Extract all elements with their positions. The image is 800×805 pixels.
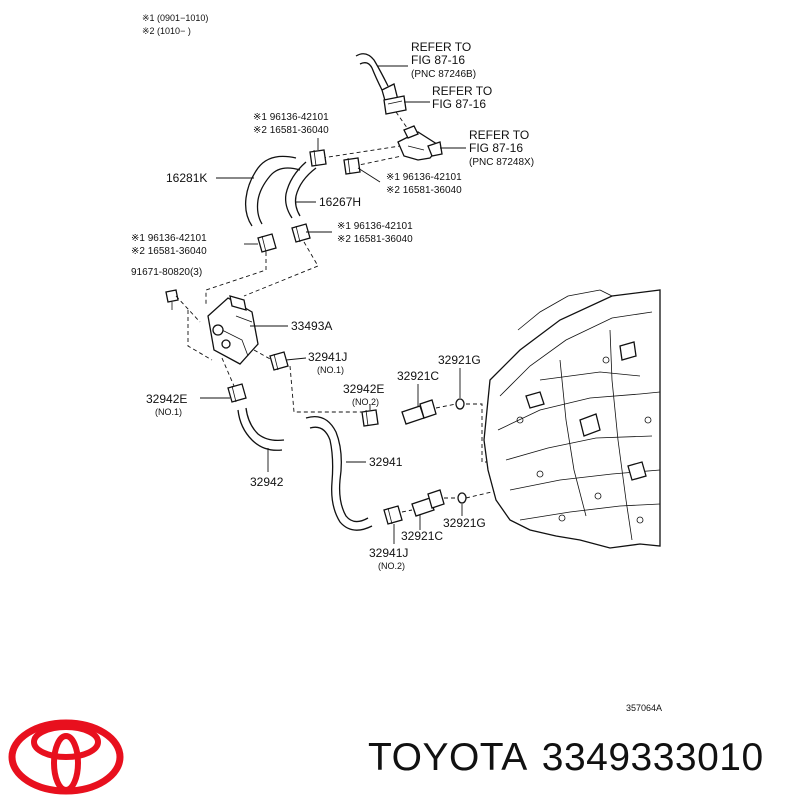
hose-32941[interactable] [305,415,373,531]
clamp-mid-right[interactable] [291,223,311,243]
label-32941j-no1-sub: (NO.1) [317,365,344,375]
dash-tee-left-1 [321,145,401,159]
refer-a-line3: (PNC 87246B) [411,69,476,80]
note-2: ※2 (1010− ) [142,26,191,36]
clamp-mid-left[interactable] [257,233,277,253]
refer-c-line1: REFER TO [469,128,529,142]
dash-cooler-right [253,349,273,361]
gasket-32921g-top[interactable] [455,398,465,410]
label-32942e-no2-sub: (NO.2) [352,397,379,407]
clamp-32941j-no2[interactable] [383,505,403,525]
upper-hose-87246b[interactable] [355,53,399,105]
dash-mid-left [205,252,267,306]
label-32941j-no2-sub: (NO.2) [378,561,405,571]
label-16267h: 16267H [319,195,361,209]
clamp-32941j-no1[interactable] [269,351,289,371]
clamp-mid-right-code1: ※1 96136-42101 [337,221,413,232]
label-32942: 32942 [250,475,284,489]
refer-a-line2: FIG 87-16 [411,53,465,67]
dash-top-union [435,403,457,409]
union-32921c-bottom[interactable] [411,489,445,517]
label-33493a: 33493A [291,319,332,333]
label-32941: 32941 [369,455,403,469]
label-32941j-no2: 32941J [369,546,408,560]
figure-code: 357064A [626,703,662,713]
label-32942e-no1: 32942E [146,392,187,406]
part-number: 3349333010 [541,736,764,779]
label-32921c-top: 32921C [397,369,439,383]
label-32921g-bottom: 32921G [443,516,486,530]
label-32921c-bottom: 32921C [401,529,443,543]
note-1: ※1 (0901−1010) [142,13,208,23]
toyota-logo [8,719,124,795]
bolt-91671[interactable] [165,289,179,310]
dash-bolt [175,295,201,323]
clamp-upper-left[interactable] [309,149,327,167]
clamp-32942e-no1[interactable] [227,383,247,403]
oil-cooler-33493a[interactable] [207,295,259,365]
dash-mid-right [243,241,319,297]
label-32921g-top: 32921G [438,353,481,367]
dash-tee-left-2 [353,155,403,167]
dash-bolt-2 [187,310,213,361]
refer-a-line1: REFER TO [411,40,471,54]
dash-bottom-clamp [401,509,413,513]
gasket-32921g-bottom[interactable] [457,492,467,504]
label-32942e-no2: 32942E [343,382,384,396]
clamp-mid-left-code1: ※1 96136-42101 [131,233,207,244]
tee-fitting-87248x[interactable] [397,125,443,161]
transaxle-case [483,289,661,549]
hose-32942[interactable] [237,407,285,451]
hose-16281k[interactable] [244,155,301,227]
clamp-mid-right-code2: ※2 16581-36040 [337,234,413,245]
clamp-upper-right[interactable] [343,157,361,175]
connector-upper[interactable] [383,95,407,115]
dash-cooler-left [221,357,235,387]
clamp-32942e-no2[interactable] [361,409,379,427]
refer-c-line3: (PNC 87248X) [469,157,534,168]
refer-c-line2: FIG 87-16 [469,141,523,155]
dash-cooler-union [289,365,364,413]
label-32941j-no1: 32941J [308,350,347,364]
union-32921c-top[interactable] [401,399,437,425]
footer-brand-line: TOYOTA 3349333010 [368,736,778,780]
clamp-upper-left-code2: ※2 16581-36040 [253,125,329,136]
clamp-upper-left-code1: ※1 96136-42101 [253,112,329,123]
clamp-mid-left-code2: ※2 16581-36040 [131,246,207,257]
label-16281k: 16281K [166,171,207,185]
label-32942e-no1-sub: (NO.1) [155,407,182,417]
label-91671: 91671-80820(3) [131,267,202,278]
refer-b-line2: FIG 87-16 [432,97,486,111]
clamp-upper-right-code1: ※1 96136-42101 [386,172,462,183]
brand-name: TOYOTA [368,736,528,779]
hose-16267h[interactable] [284,161,317,219]
leader-clamp-upper-right [357,167,381,183]
refer-b-line1: REFER TO [432,84,492,98]
leader-32941j-no1 [285,357,307,361]
clamp-upper-right-code2: ※2 16581-36040 [386,185,462,196]
